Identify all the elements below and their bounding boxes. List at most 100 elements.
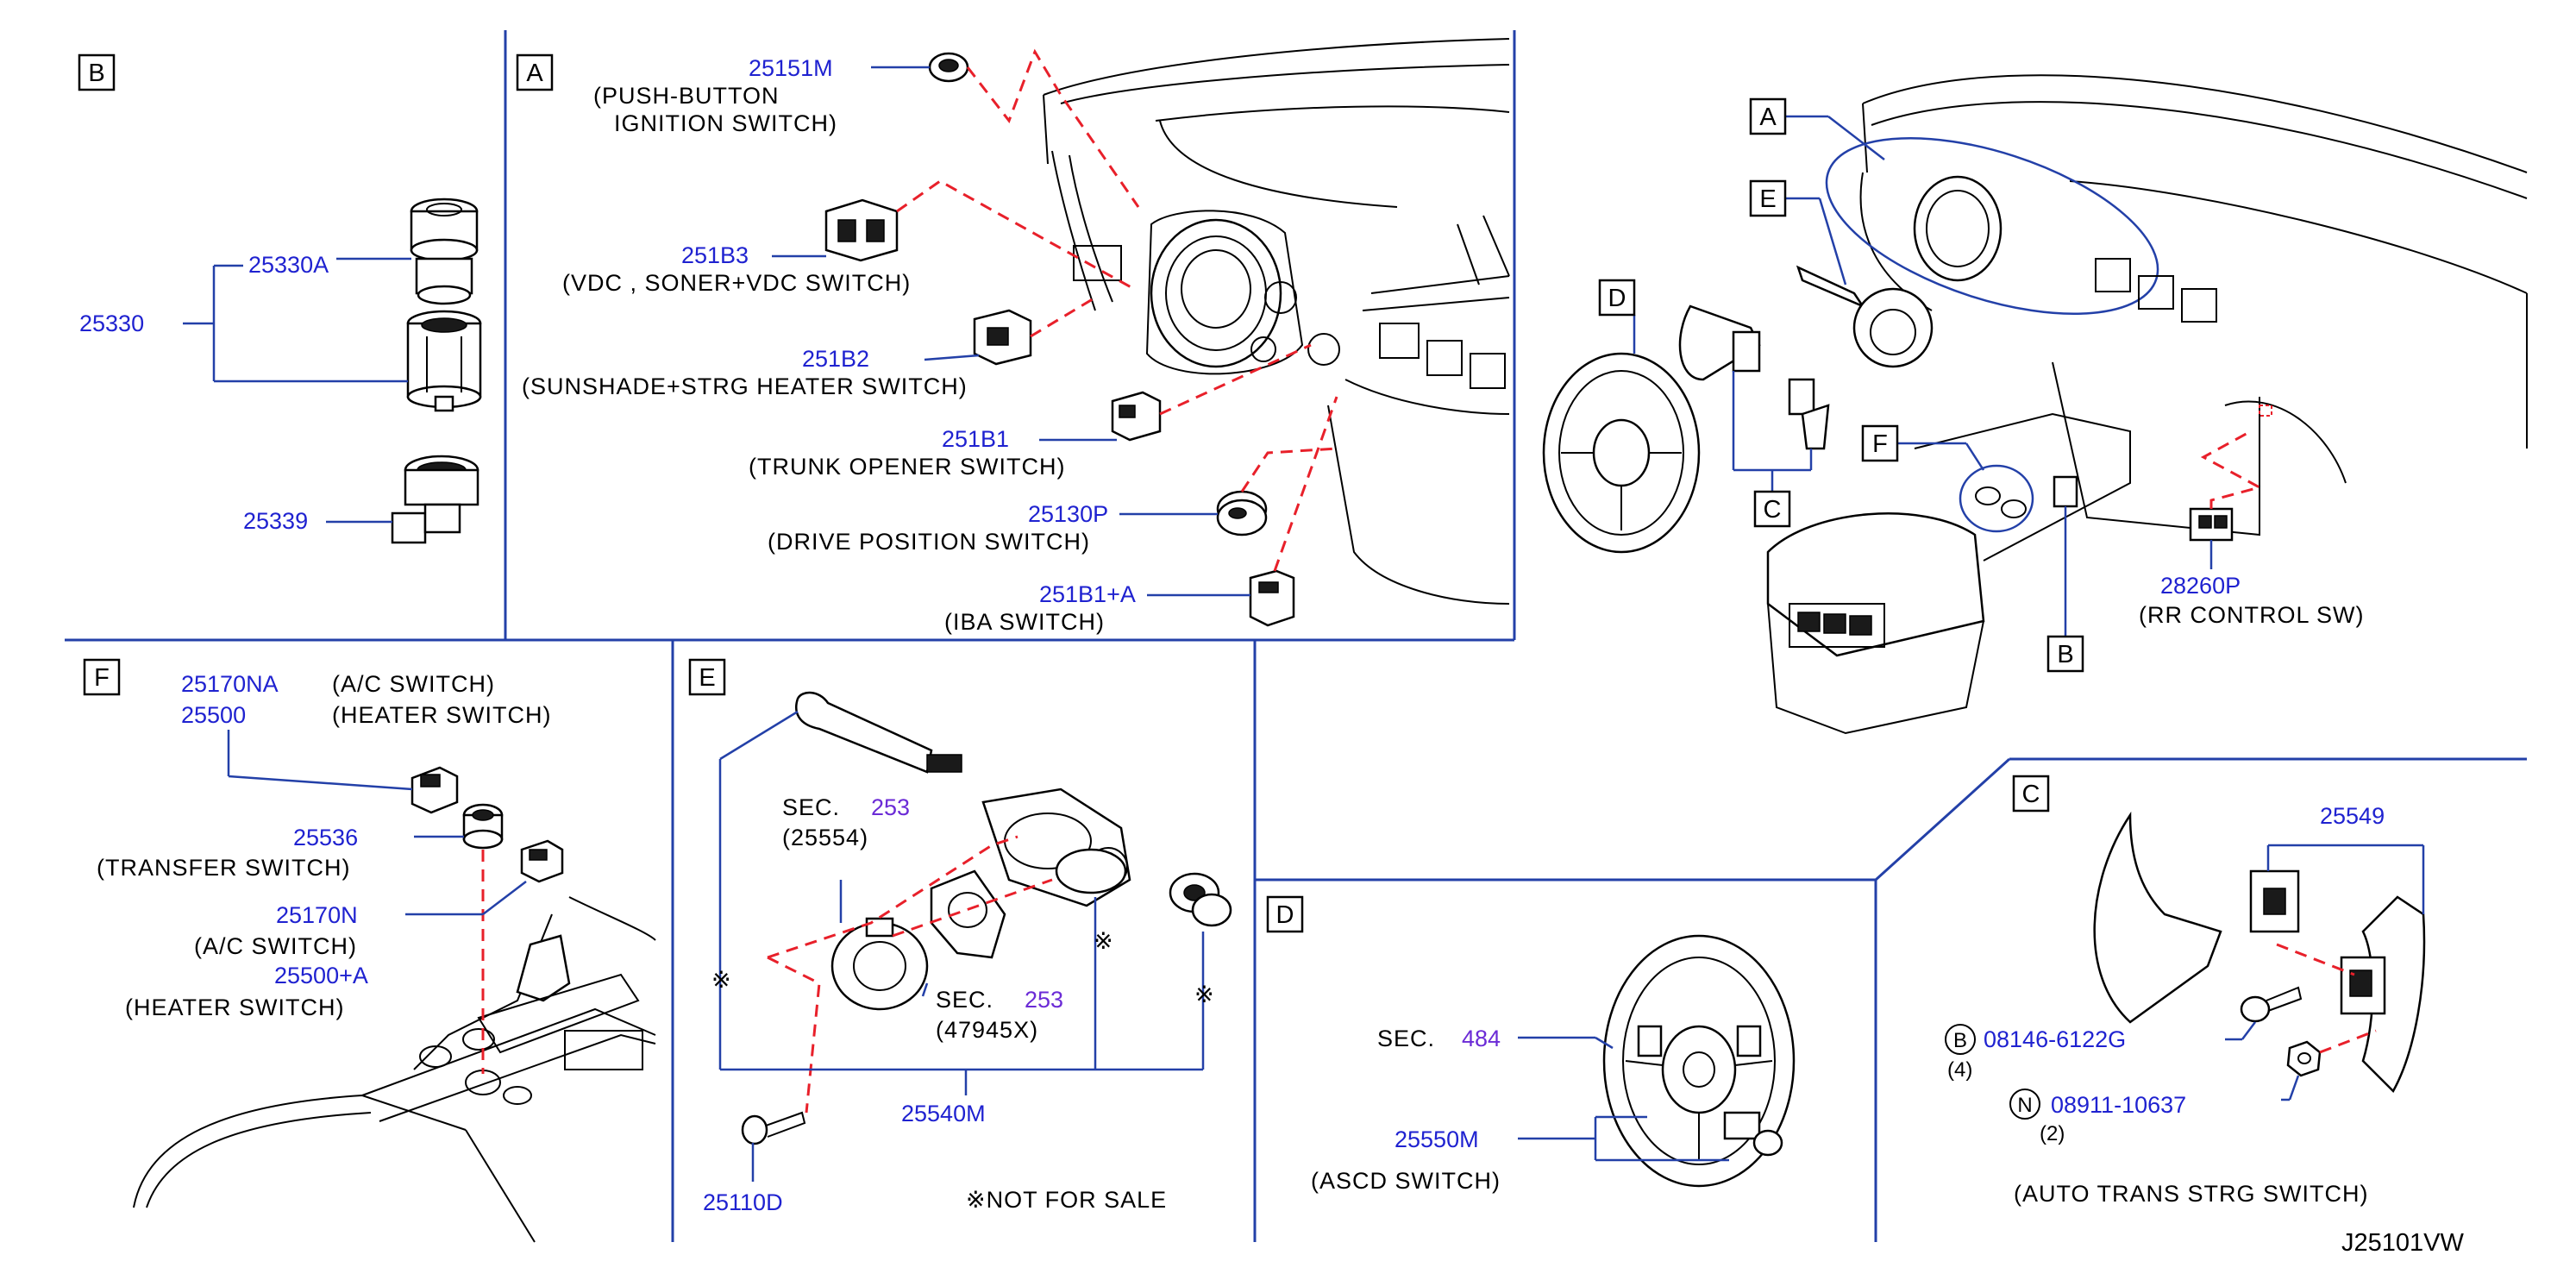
paddle-shift-overview — [1678, 304, 1830, 450]
section-b: 25330A 25330 25339 — [79, 198, 482, 544]
desc-auto-trans-strg-switch: (AUTO TRANS STRG SWITCH) — [2014, 1181, 2369, 1207]
overview-label-d: D — [1608, 285, 1626, 312]
part-08911-10637[interactable]: 08911-10637 — [2051, 1092, 2186, 1118]
vehicle-interior-overview: A E D C F B 28260P (RR CONTROL SW) — [1542, 74, 2528, 735]
part-251B2[interactable]: 251B2 — [802, 346, 869, 372]
part-28260P[interactable]: 28260P — [2160, 573, 2241, 599]
section-c-box: C — [2012, 775, 2050, 813]
svg-text:F: F — [94, 664, 110, 692]
section-dividers — [65, 30, 2527, 1242]
bolt-symbol-b: B — [1945, 1024, 1976, 1055]
svg-text:A: A — [526, 60, 543, 87]
part-25500[interactable]: 25500 — [181, 702, 246, 728]
overview-label-b: B — [2057, 641, 2073, 668]
section-e-box: E — [688, 658, 726, 696]
desc-iba-switch: (IBA SWITCH) — [944, 609, 1105, 635]
sunshade-switch-part — [973, 309, 1032, 366]
steering-angle-sensor-part — [930, 869, 1006, 959]
dashboard-closeup-drawing — [1043, 38, 1510, 605]
spiral-cable-part — [830, 917, 929, 1011]
svg-text:D: D — [1276, 901, 1294, 929]
overview-box-c — [1753, 490, 1791, 528]
overview-label-c: C — [1764, 496, 1782, 524]
desc-ac-switch-2: (A/C SWITCH) — [194, 933, 357, 959]
desc-transfer-switch: (TRANSFER SWITCH) — [97, 855, 350, 881]
ac-switch-part-2 — [520, 839, 564, 883]
not-for-sale-mark-1: ※ — [711, 967, 732, 993]
sec-ref-253-2[interactable]: 253 — [1025, 987, 1063, 1013]
steering-wheel-overview — [1542, 352, 1701, 554]
part-251B1A[interactable]: 251B1+A — [1039, 581, 1136, 607]
overview-box-d — [1598, 279, 1636, 317]
sec-ref-484[interactable]: 484 — [1462, 1026, 1501, 1051]
paddle-shifter-right-part — [2340, 895, 2426, 1094]
sec-label-1: SEC. — [782, 794, 840, 820]
combination-switch-overview — [1796, 265, 1934, 368]
part-25151M[interactable]: 25151M — [749, 55, 833, 81]
cigar-lighter-knob-part — [410, 198, 479, 305]
part-25170NA[interactable]: 25170NA — [181, 671, 279, 697]
part-251B1[interactable]: 251B1 — [942, 426, 1009, 452]
part-251B3[interactable]: 251B3 — [681, 242, 749, 268]
sec-ref-253-1[interactable]: 253 — [871, 794, 910, 820]
qty-08146: (4) — [1947, 1058, 1972, 1082]
iba-switch-part — [1249, 569, 1295, 627]
section-d-box: D — [1266, 895, 1304, 933]
overview-box-a — [1749, 97, 1787, 135]
combination-switch-body-part — [981, 787, 1131, 907]
part-25536[interactable]: 25536 — [293, 825, 358, 850]
sec-label-d: SEC. — [1377, 1026, 1435, 1051]
key-cylinder-part — [1169, 872, 1232, 927]
svg-text:E: E — [699, 664, 715, 692]
not-for-sale-mark-3: ※ — [1194, 982, 1215, 1007]
part-25339[interactable]: 25339 — [243, 508, 308, 534]
transfer-switch-part — [462, 803, 504, 850]
desc-rr-control-sw: (RR CONTROL SW) — [2139, 602, 2364, 628]
push-button-ignition-switch-part — [928, 52, 969, 83]
wiper-lever-part — [795, 691, 962, 774]
desc-ignition-switch: IGNITION SWITCH) — [614, 110, 837, 136]
sec-ref-25554: (25554) — [782, 825, 868, 850]
trunk-opener-switch-part — [1111, 391, 1162, 442]
part-25330A[interactable]: 25330A — [248, 252, 329, 278]
part-25540M[interactable]: 25540M — [901, 1101, 986, 1126]
drive-position-switch-part — [1216, 490, 1268, 536]
nut-part — [2286, 1040, 2322, 1077]
qty-08911: (2) — [2040, 1122, 2065, 1145]
socket-ring-part — [391, 455, 479, 544]
desc-drive-position: (DRIVE POSITION SWITCH) — [768, 529, 1090, 555]
part-25549[interactable]: 25549 — [2320, 803, 2385, 829]
sec-label-2: SEC. — [936, 987, 993, 1013]
desc-heater-switch-2: (HEATER SWITCH) — [125, 995, 344, 1020]
part-25550M[interactable]: 25550M — [1395, 1126, 1479, 1152]
overview-label-a: A — [1759, 104, 1777, 131]
bolt-part — [2240, 986, 2303, 1023]
overview-box-e — [1749, 179, 1787, 217]
desc-push-button: (PUSH-BUTTON — [593, 83, 780, 109]
svg-text:N: N — [2017, 1094, 2032, 1117]
part-25130P[interactable]: 25130P — [1028, 501, 1108, 527]
section-b-box: B — [78, 53, 116, 91]
screw-part — [741, 1111, 806, 1145]
svg-text:B: B — [1953, 1029, 1967, 1052]
rr-control-switch-part — [2189, 507, 2234, 542]
lighter-socket-part — [406, 310, 482, 412]
overview-label-e: E — [1759, 185, 1776, 213]
section-d: SEC. 484 25550M (ASCD SWITCH) — [1311, 934, 1796, 1194]
part-25110D[interactable]: 25110D — [703, 1189, 783, 1215]
overview-box-b — [2046, 635, 2084, 673]
desc-sunshade-switch: (SUNSHADE+STRG HEATER SWITCH) — [522, 373, 968, 399]
nut-symbol-n: N — [2009, 1089, 2040, 1120]
paddle-shifter-left-part — [2093, 811, 2300, 1024]
desc-trunk-opener: (TRUNK OPENER SWITCH) — [749, 454, 1066, 480]
diagram-code: J25101VW — [2341, 1229, 2464, 1257]
svg-text:B: B — [88, 60, 104, 87]
part-25330[interactable]: 25330 — [79, 311, 144, 336]
part-08146-6122G[interactable]: 08146-6122G — [1984, 1026, 2126, 1052]
part-25500A[interactable]: 25500+A — [274, 963, 368, 988]
desc-vdc-switch: (VDC , SONER+VDC SWITCH) — [562, 270, 911, 296]
ac-switch-part-1 — [411, 766, 459, 814]
part-25170N[interactable]: 25170N — [276, 902, 358, 928]
steering-wheel-part — [1602, 934, 1796, 1188]
